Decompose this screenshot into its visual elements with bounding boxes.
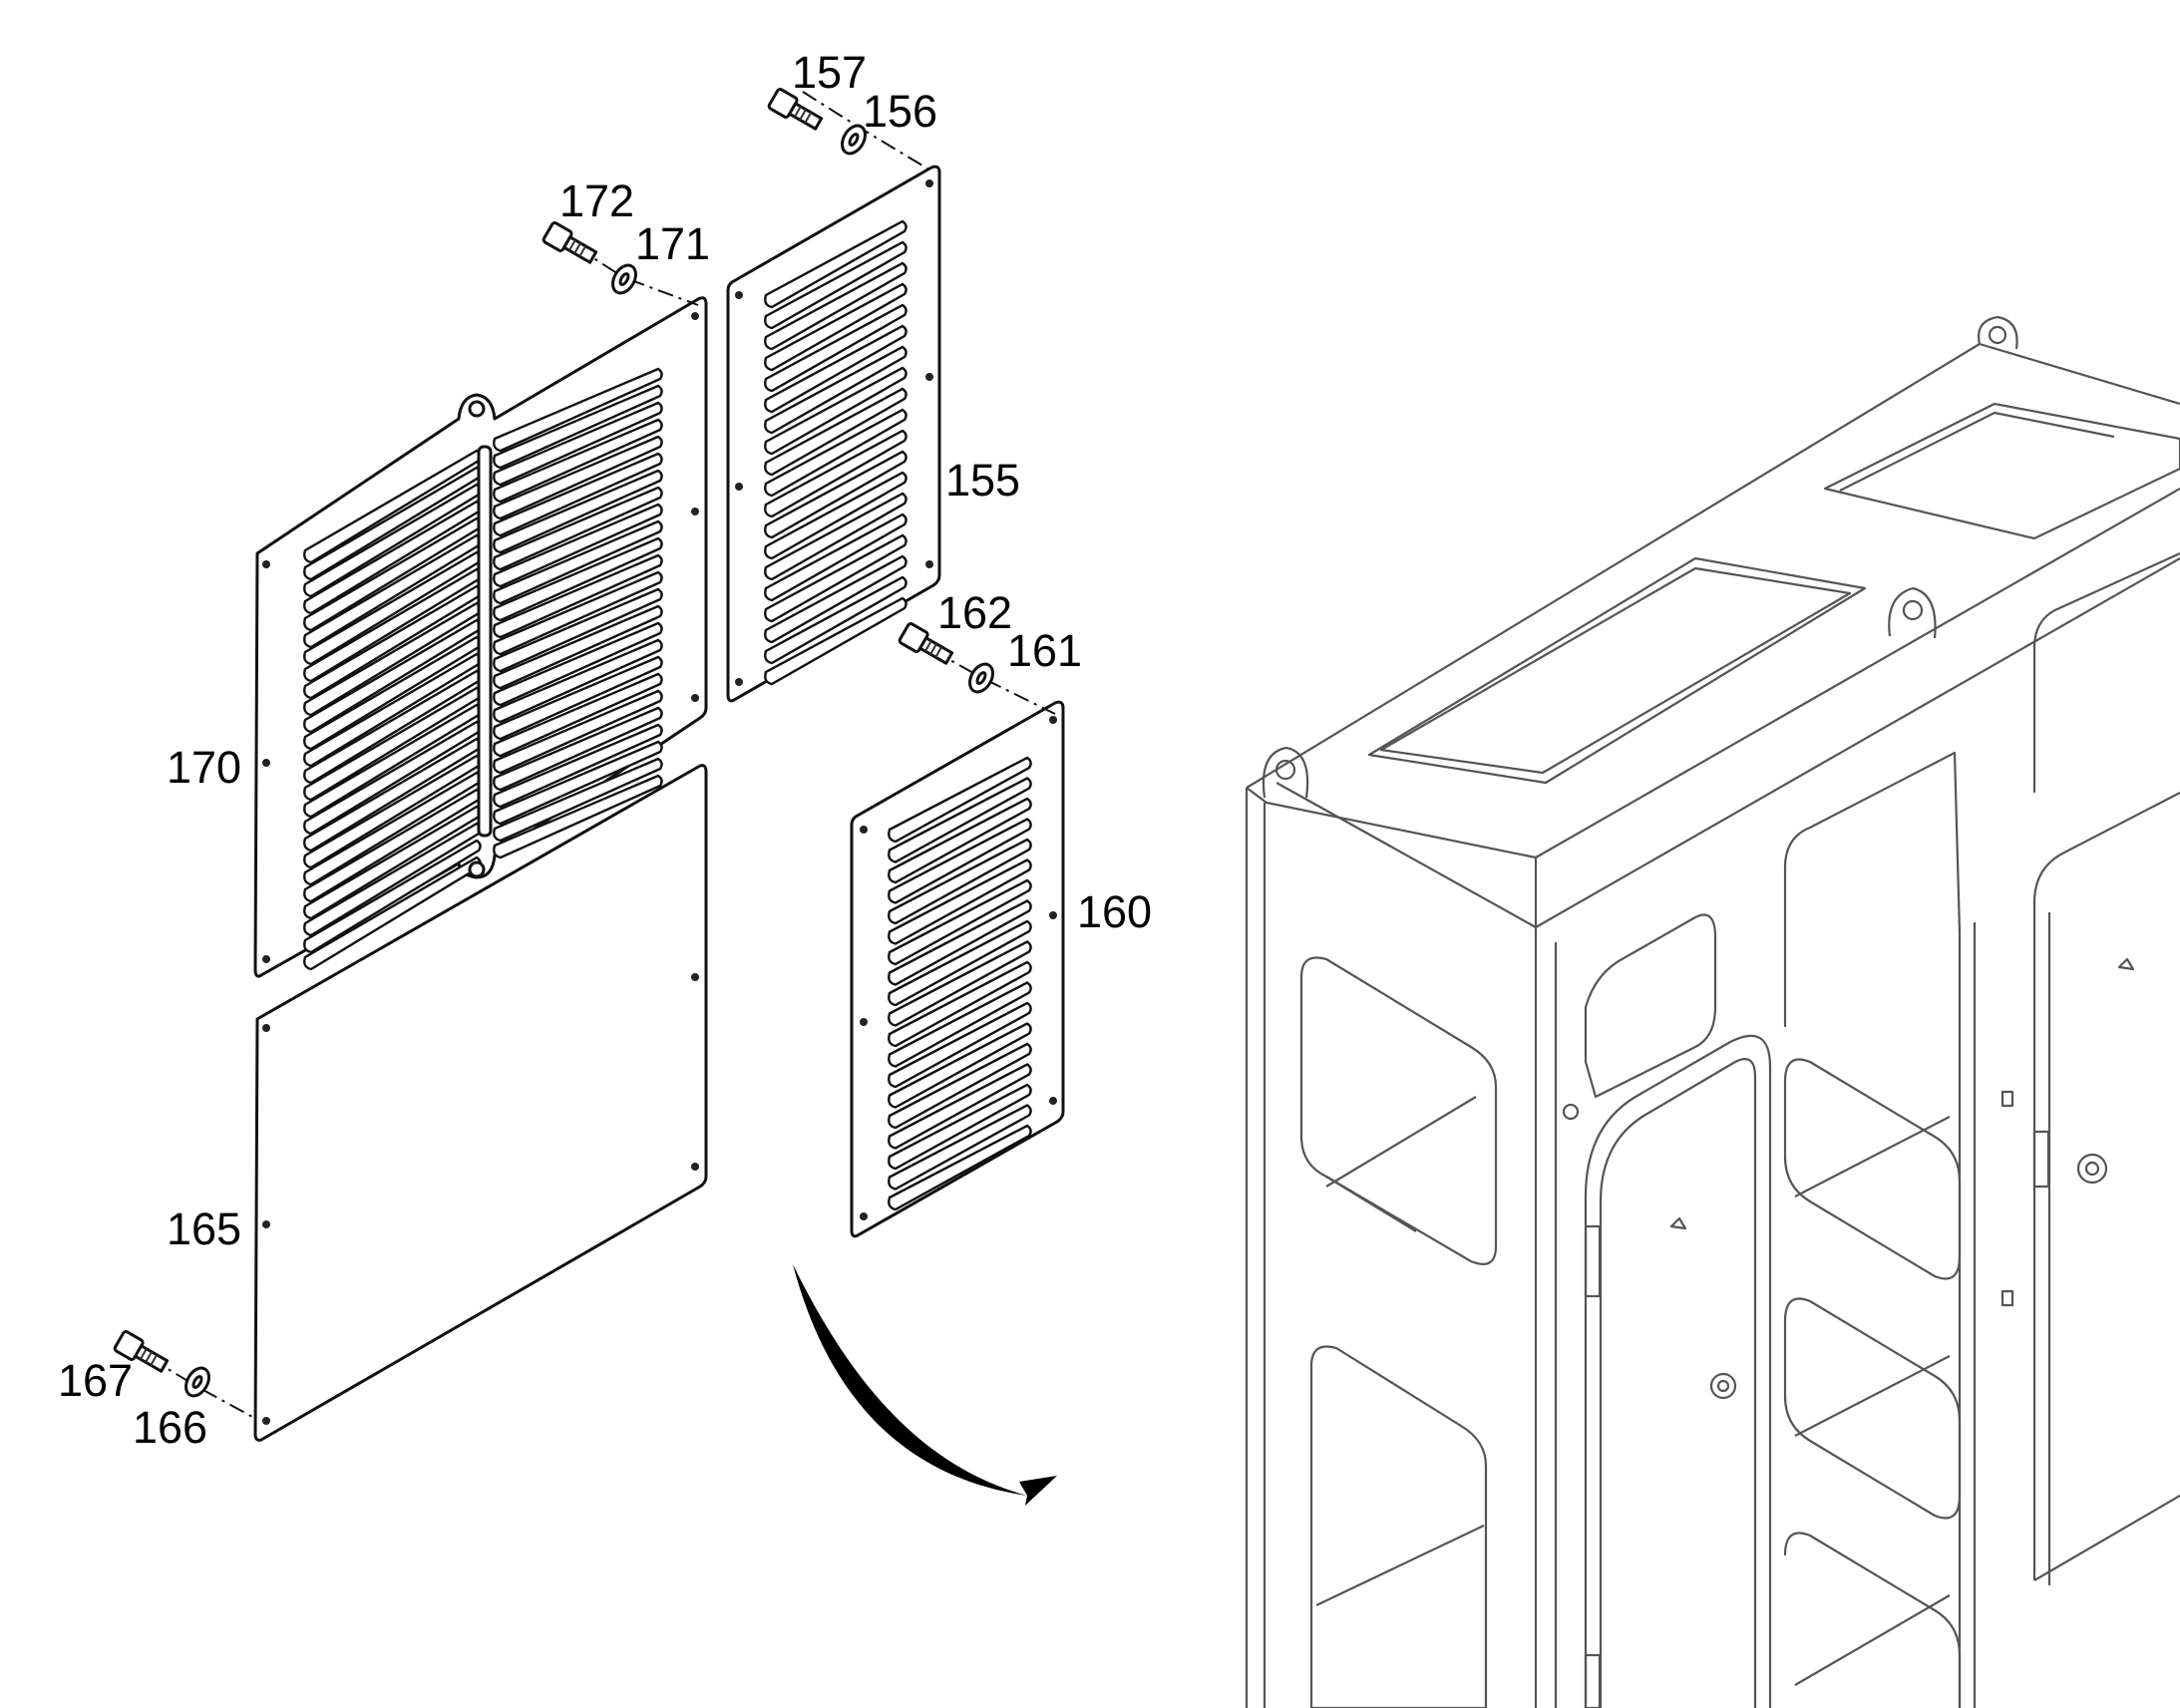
louver-slat: [493, 401, 663, 487]
louver-panel-160: [850, 700, 1065, 1238]
bolt-157-washer-156: [767, 88, 933, 172]
louver-slat: [764, 512, 908, 602]
louver-slat: [764, 429, 908, 518]
callout-166: 166: [133, 1402, 207, 1453]
louver-slat: [493, 418, 663, 504]
callout-167: 167: [58, 1355, 133, 1406]
louver-slat: [493, 553, 663, 639]
blank-panel-165: [253, 764, 708, 1442]
callout-172: 172: [559, 175, 634, 226]
louver-slat: [764, 303, 908, 393]
louver-slat: [888, 940, 1032, 1027]
louver-slat: [888, 878, 1032, 966]
louver-slat: [764, 575, 908, 665]
louver-slat: [764, 282, 908, 372]
louver-slat: [764, 492, 908, 581]
callout-156: 156: [863, 86, 937, 137]
louver-slat: [493, 367, 663, 453]
louver-slat: [493, 536, 663, 622]
louver-slat: [764, 554, 908, 644]
louver-slat: [493, 740, 663, 826]
louver-slat: [888, 818, 1032, 904]
bolt-162-washer-161: [898, 622, 1056, 715]
louver-slat: [888, 919, 1032, 1007]
louver-slat: [493, 655, 663, 741]
louver-slat: [888, 838, 1032, 925]
louver-slat: [888, 777, 1032, 863]
louver-slat: [493, 604, 663, 690]
callout-165: 165: [167, 1203, 241, 1254]
louver-slat: [493, 638, 663, 724]
louver-slat: [764, 450, 908, 539]
louver-slat: [493, 503, 663, 588]
louver-slat: [888, 1083, 1032, 1171]
louver-slat: [764, 219, 908, 309]
louver-slat: [493, 587, 663, 673]
louver-slat: [493, 435, 663, 520]
louver-slat: [493, 469, 663, 554]
louver-slat: [493, 774, 663, 859]
louver-panel-155: [726, 165, 941, 703]
louver-slat: [888, 1124, 1032, 1211]
louver-slat: [764, 324, 908, 414]
louver-slat: [493, 706, 663, 792]
callout-171: 171: [635, 218, 710, 269]
louver-slat: [888, 1063, 1032, 1150]
louver-slat: [888, 756, 1032, 844]
callout-labels: 157 156 172 171 155 162 161 170 160 165 …: [58, 47, 1152, 1453]
louver-slat: [493, 384, 663, 470]
frame-housing: [1245, 315, 2180, 1708]
bolt-172-washer-171: [542, 221, 699, 306]
louver-slat: [493, 723, 663, 809]
louver-slat: [764, 366, 908, 456]
louver-slat: [493, 757, 663, 843]
louver-slat: [888, 981, 1032, 1068]
louver-slat: [764, 261, 908, 351]
louver-slat: [493, 486, 663, 571]
louver-slat: [888, 960, 1032, 1048]
louver-slat: [493, 672, 663, 758]
louver-slat: [888, 858, 1032, 945]
louver-slat: [493, 621, 663, 707]
louver-slat: [764, 596, 908, 686]
assembly-arrow-icon: [793, 1264, 1057, 1506]
callout-155: 155: [945, 455, 1020, 506]
bolt-167-washer-166: [113, 1330, 255, 1419]
louver-slat: [888, 1001, 1032, 1089]
louver-slat: [764, 240, 908, 330]
louver-slat: [888, 1022, 1032, 1109]
louver-slat: [764, 471, 908, 560]
louver-slat: [764, 533, 908, 623]
louver-slat: [888, 797, 1032, 884]
louver-slat: [888, 1104, 1032, 1191]
louver-slat: [764, 387, 908, 477]
callout-161: 161: [1007, 625, 1082, 676]
louver-slat: [764, 408, 908, 498]
louver-slat: [888, 899, 1032, 986]
louver-slat: [493, 519, 663, 605]
callout-162: 162: [937, 587, 1012, 638]
louver-panel-170: [253, 296, 708, 978]
louver-slat: [493, 689, 663, 775]
callout-160: 160: [1077, 886, 1152, 937]
louver-slat: [888, 1042, 1032, 1130]
callout-170: 170: [167, 742, 241, 793]
callout-157: 157: [792, 47, 867, 98]
louver-slat: [764, 345, 908, 435]
louver-slat: [493, 570, 663, 656]
louver-slat: [303, 839, 482, 954]
louver-slat: [493, 452, 663, 537]
